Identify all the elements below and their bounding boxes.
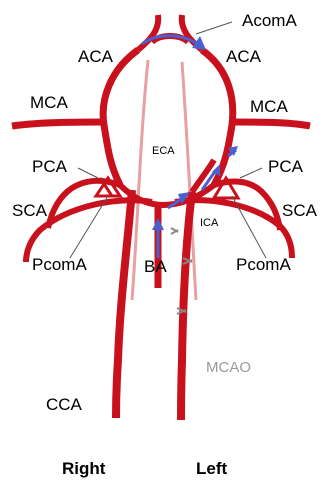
mca-right-vessel [12,122,104,126]
ba-label: BA [144,258,167,275]
side-right-label: Right [62,460,105,477]
aca-right-label: ACA [78,48,113,65]
pca-right-label: PCA [32,158,67,175]
eca-label: ECA [152,146,175,157]
aca-right-vessel [138,15,158,50]
sca-right-label: SCA [12,202,47,219]
mcao-label: MCAO [206,360,251,375]
pca-left-pointer [240,168,262,178]
pca-left-label: PCA [268,158,303,175]
ring-right [103,50,138,185]
cca-left-vessel [181,192,192,420]
cca-label: CCA [46,396,82,413]
ring-left [202,50,233,185]
pca-right-pointer [78,168,98,178]
mca-left-label: MCA [250,98,288,115]
pcoma-right-label: PcomA [32,256,87,273]
pcoma-left-label: PcomA [236,256,291,273]
acoma-label: AcomA [242,12,297,29]
cca-right-vessel [116,190,132,418]
mca-left-vessel [232,122,310,126]
pcoma-left-pointer [232,196,266,258]
side-left-label: Left [196,460,227,477]
sca-left-label: SCA [282,202,317,219]
ica-label: ICA [200,218,218,229]
acoma-pointer [196,22,232,34]
aca-left-label: ACA [226,48,261,65]
mca-right-label: MCA [30,94,68,111]
